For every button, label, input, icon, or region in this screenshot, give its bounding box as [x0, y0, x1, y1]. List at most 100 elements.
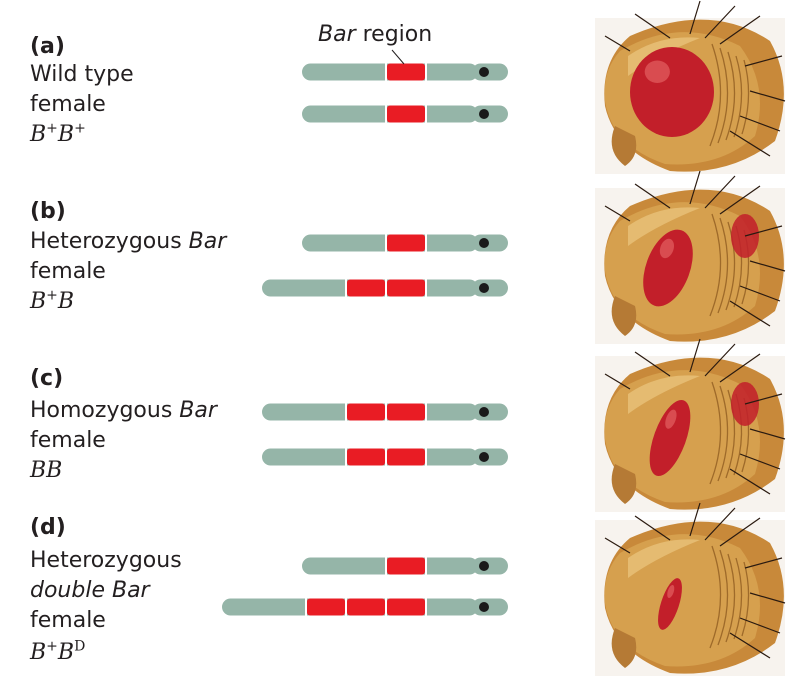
fly-ridge — [725, 389, 736, 479]
fly-ridge — [709, 213, 722, 317]
fly-ridge — [725, 221, 736, 311]
panel-a-geno-a-sup: + — [46, 120, 58, 137]
fly-eye — [643, 229, 693, 307]
panel-c-genotype: BB — [30, 458, 62, 484]
centromere — [479, 109, 489, 119]
panel-d-line3: female — [30, 608, 106, 634]
fly-bristle — [604, 537, 631, 554]
fly-head-c — [595, 338, 786, 512]
fly-eye — [630, 47, 714, 137]
fly-bristle — [744, 225, 783, 237]
fly-ridge — [709, 545, 722, 649]
panel-b-line2: female — [30, 259, 106, 285]
fly-bristle — [689, 0, 701, 35]
fly-heads-group — [595, 0, 786, 676]
bar-region-copy — [347, 403, 385, 421]
bar-region-copy — [387, 403, 425, 421]
bar-region-label-rest: region — [355, 22, 433, 47]
fly-mouthpart — [611, 464, 637, 504]
fly-bristle — [704, 507, 736, 541]
chromosome-short-arm — [472, 279, 508, 297]
chromosome-d-1 — [302, 557, 508, 575]
panel-b-geno-b: B — [57, 289, 75, 314]
panel-d-line2-italic: double Bar — [30, 578, 150, 603]
panel-a-line2: female — [30, 92, 106, 118]
panel-b-geno-a-sup: + — [46, 287, 58, 304]
centromere — [479, 452, 489, 462]
chromosome-short-arm — [472, 105, 508, 123]
fly-bristle — [744, 55, 783, 67]
fly-bristle — [634, 183, 671, 209]
fly-bristle — [704, 175, 736, 209]
chromosomes-group — [222, 49, 508, 616]
panel-b-letter: (b) — [30, 199, 66, 224]
bar-region-copy — [387, 557, 425, 575]
panel-d-genotype: B+BD — [30, 640, 85, 666]
panel-a-geno-b: B — [57, 122, 75, 147]
fly-bristle — [729, 468, 771, 495]
panel-c-line1: Homozygous Bar — [30, 398, 217, 424]
panel-a-line1-text: Wild type — [30, 62, 134, 87]
fly-bristle — [739, 285, 781, 302]
fly-bristle — [704, 5, 736, 39]
fly-bristle — [704, 343, 736, 377]
fly-bristle — [719, 185, 761, 215]
fly-mouthpart — [611, 296, 637, 336]
chromosome-short-arm — [472, 448, 508, 466]
fly-highlight — [628, 375, 700, 414]
bar-region-copy — [387, 448, 425, 466]
bar-region-copy — [387, 63, 425, 81]
fly-eye-highlight — [667, 584, 675, 598]
fly-ridge — [709, 43, 722, 147]
bar-region-label-italic: Bar — [318, 22, 356, 47]
fly-head-b — [595, 170, 786, 344]
panel-d-line3-text: female — [30, 608, 106, 633]
chromosome-short-arm — [472, 63, 508, 81]
panel-c-letter: (c) — [30, 366, 64, 391]
fly-bristle — [739, 115, 781, 132]
panel-c-line1-italic: Bar — [179, 398, 217, 423]
panel-d-line2: double Bar — [30, 578, 150, 604]
panel-d-geno-a-sup: + — [46, 638, 58, 655]
fly-ridge — [717, 385, 729, 482]
fly-bristle — [634, 515, 671, 541]
bar-region-copy — [387, 105, 425, 123]
chromosome-c-2 — [262, 448, 508, 466]
fly-mouthpart — [611, 126, 637, 166]
fly-eye-highlight — [665, 409, 677, 429]
fly-eye-highlight — [644, 60, 670, 83]
panel-d-letter: (d) — [30, 515, 66, 540]
bar-region-copy — [347, 279, 385, 297]
centromere — [479, 283, 489, 293]
fly-bristle — [719, 15, 761, 45]
fly-bristle — [739, 453, 781, 470]
centromere — [479, 238, 489, 248]
fly-bristle — [729, 632, 771, 659]
fly-head-a — [595, 0, 786, 174]
fly-bristle — [689, 170, 701, 205]
fly-bristle — [604, 205, 631, 222]
panel-d-line1: Heterozygous — [30, 548, 182, 574]
panel-b-line2-text: female — [30, 259, 106, 284]
fly-eye — [649, 400, 691, 476]
fly-bristle — [719, 353, 761, 383]
panel-d-geno-b: B — [57, 640, 75, 665]
fly-bristle — [749, 428, 786, 440]
chromosome-b-1 — [302, 234, 508, 252]
panel-a-line2-text: female — [30, 92, 106, 117]
fly-mouthpart — [611, 628, 637, 668]
chromosome-c-1 — [262, 403, 508, 421]
panel-d-geno-b-sup: D — [74, 638, 86, 655]
panel-b-line1: Heterozygous Bar — [30, 229, 226, 255]
fly-ridge — [733, 557, 743, 640]
panel-c-line2-text: female — [30, 428, 106, 453]
fly-bristle — [689, 502, 701, 537]
chromosome-b-2 — [262, 279, 508, 297]
panel-c-geno-a: B — [30, 458, 47, 483]
centromere — [479, 561, 489, 571]
fly-bristle — [634, 13, 671, 39]
chromosome-a-1 — [302, 63, 508, 81]
panel-a-letter: (a) — [30, 34, 65, 59]
fly-head-d — [595, 502, 786, 676]
chromosome-short-arm — [472, 234, 508, 252]
